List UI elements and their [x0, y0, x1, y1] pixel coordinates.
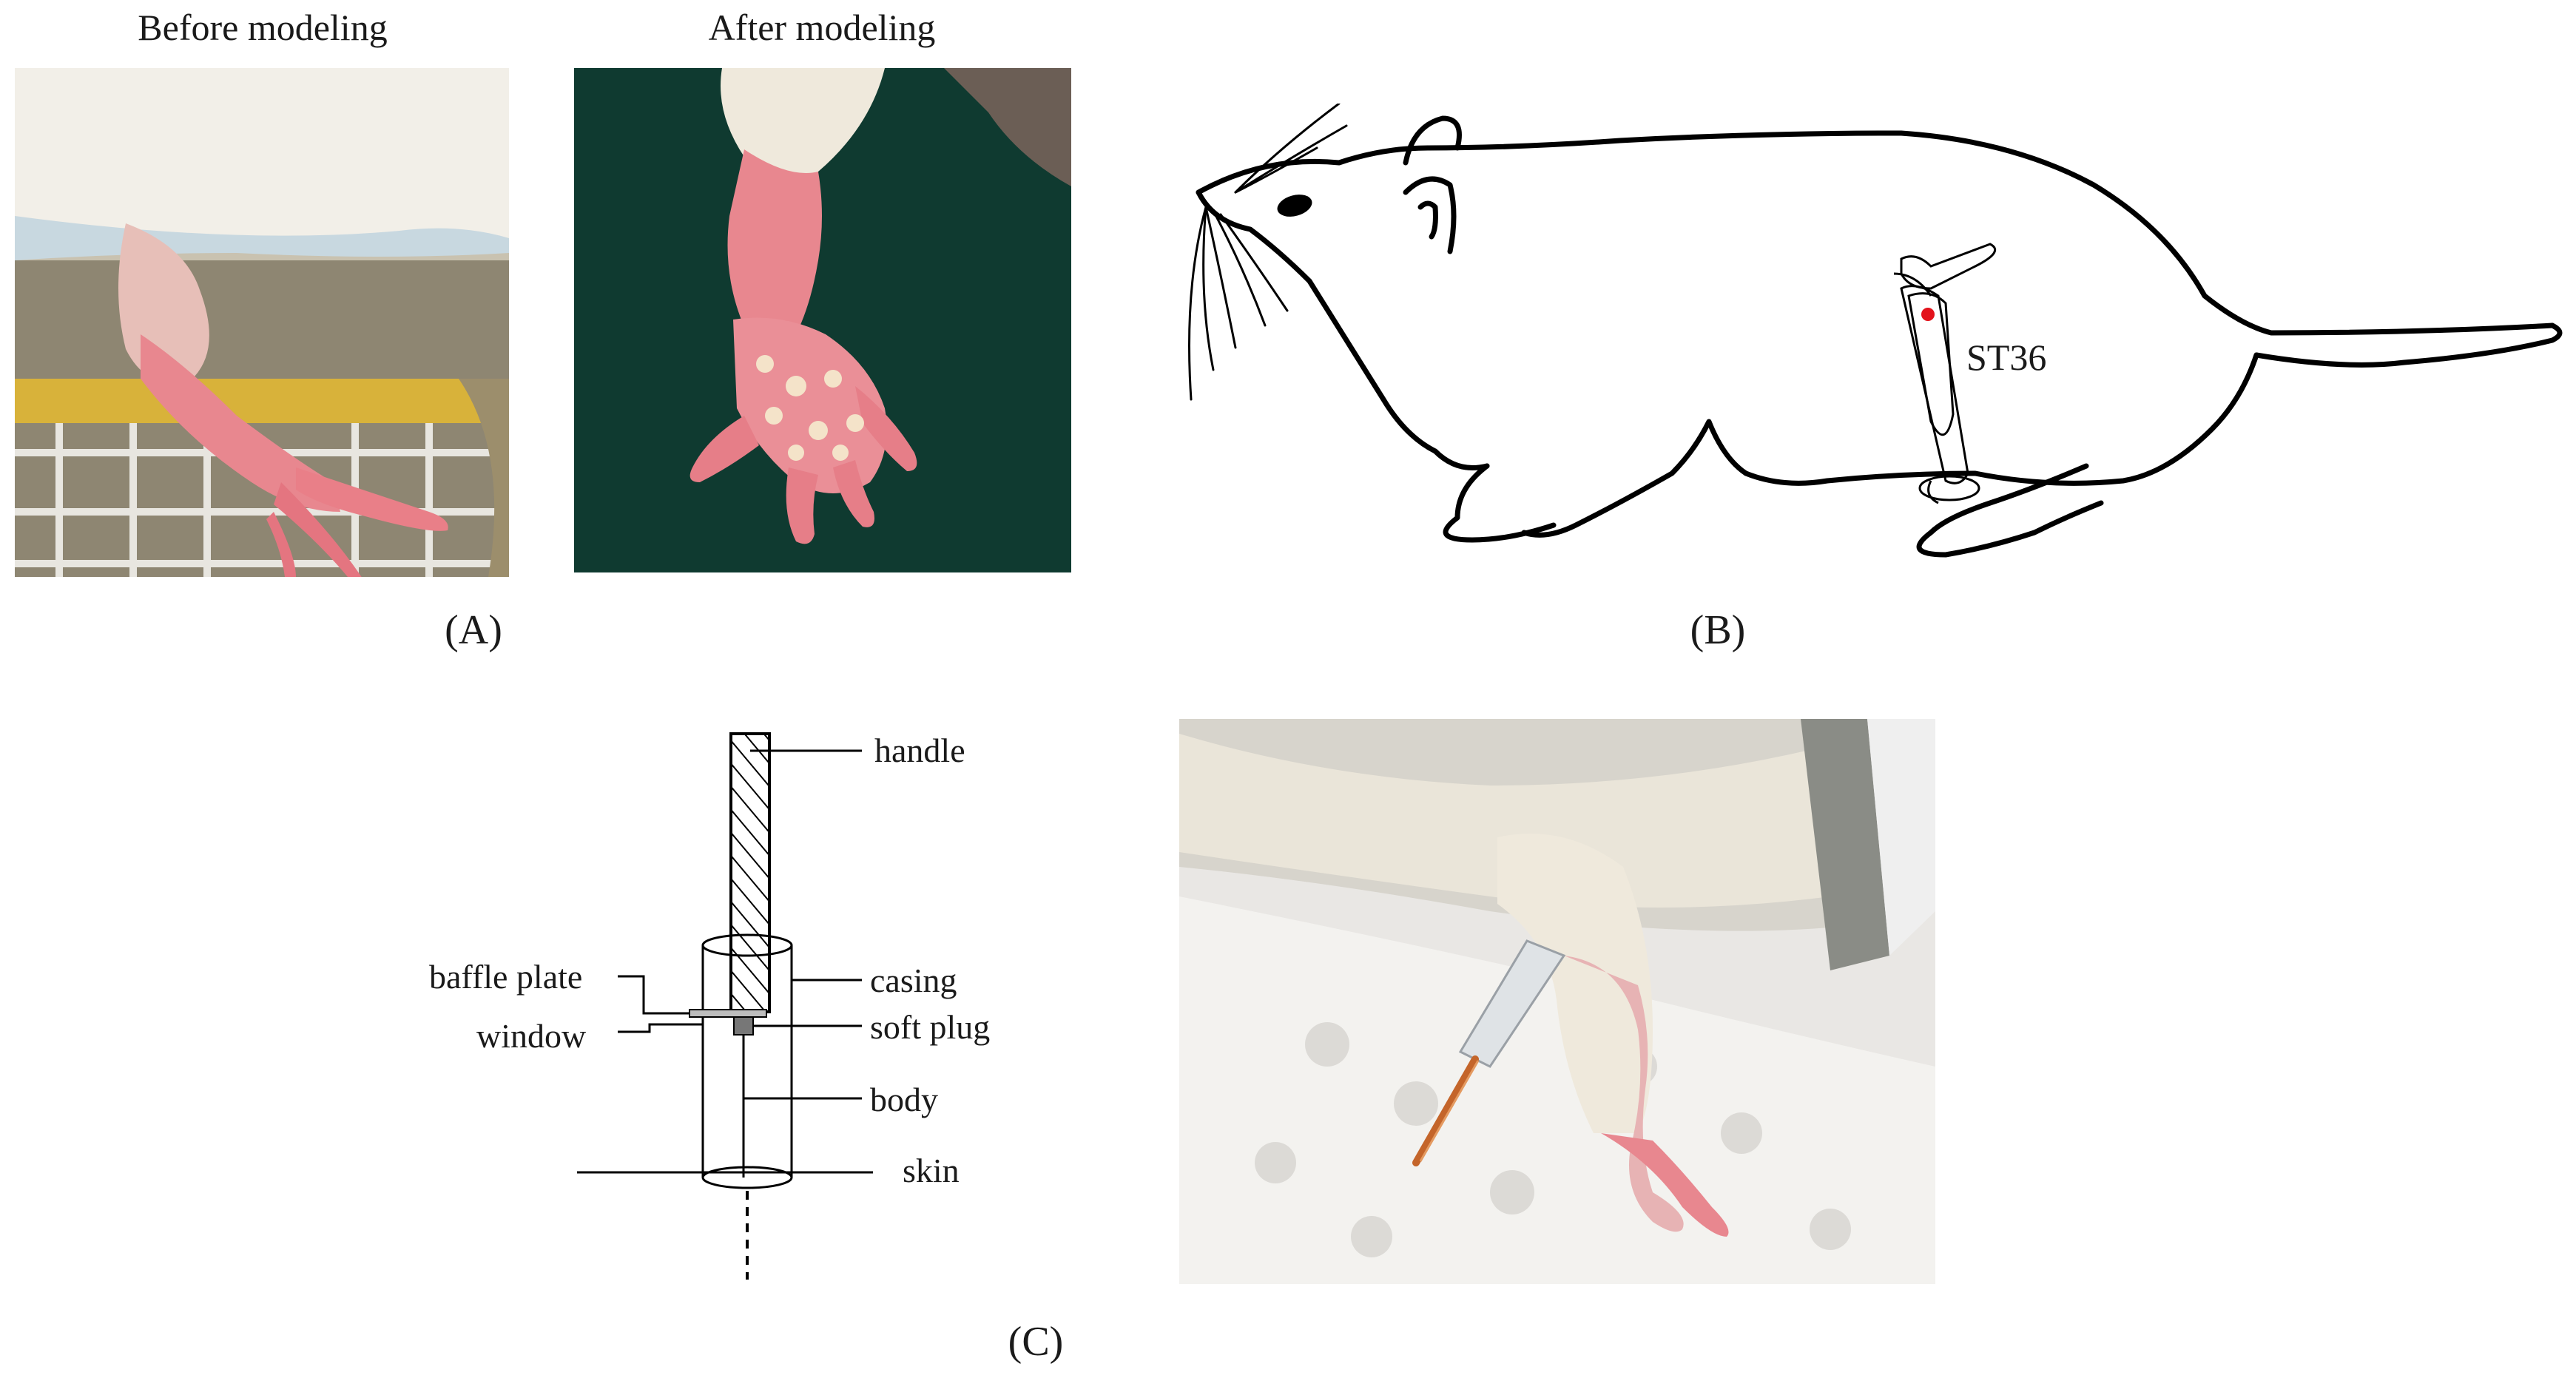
panel-b-label: (B) [1690, 607, 1746, 653]
panel-c-label: (C) [1008, 1319, 1064, 1365]
rat-illustration [1188, 104, 2563, 558]
window-label: window [476, 1017, 587, 1055]
moxibustion-on-rat-photo [1179, 719, 1935, 1284]
handle-label: handle [874, 732, 965, 769]
after-modeling-photo [574, 68, 1071, 572]
moxibustion-device-schematic [577, 732, 873, 1280]
before-modeling-photo [15, 68, 509, 577]
before-modeling-title: Before modeling [138, 7, 388, 48]
panel-a-label: (A) [445, 607, 502, 653]
casing-label: casing [870, 962, 957, 999]
body-label: body [870, 1081, 938, 1118]
after-modeling-title: After modeling [708, 7, 936, 48]
soft-plug-label: soft plug [870, 1008, 991, 1046]
skin-label: skin [903, 1152, 960, 1189]
baffle-plate-label: baffle plate [429, 958, 583, 996]
st36-acupoint-label: ST36 [1966, 337, 2047, 378]
